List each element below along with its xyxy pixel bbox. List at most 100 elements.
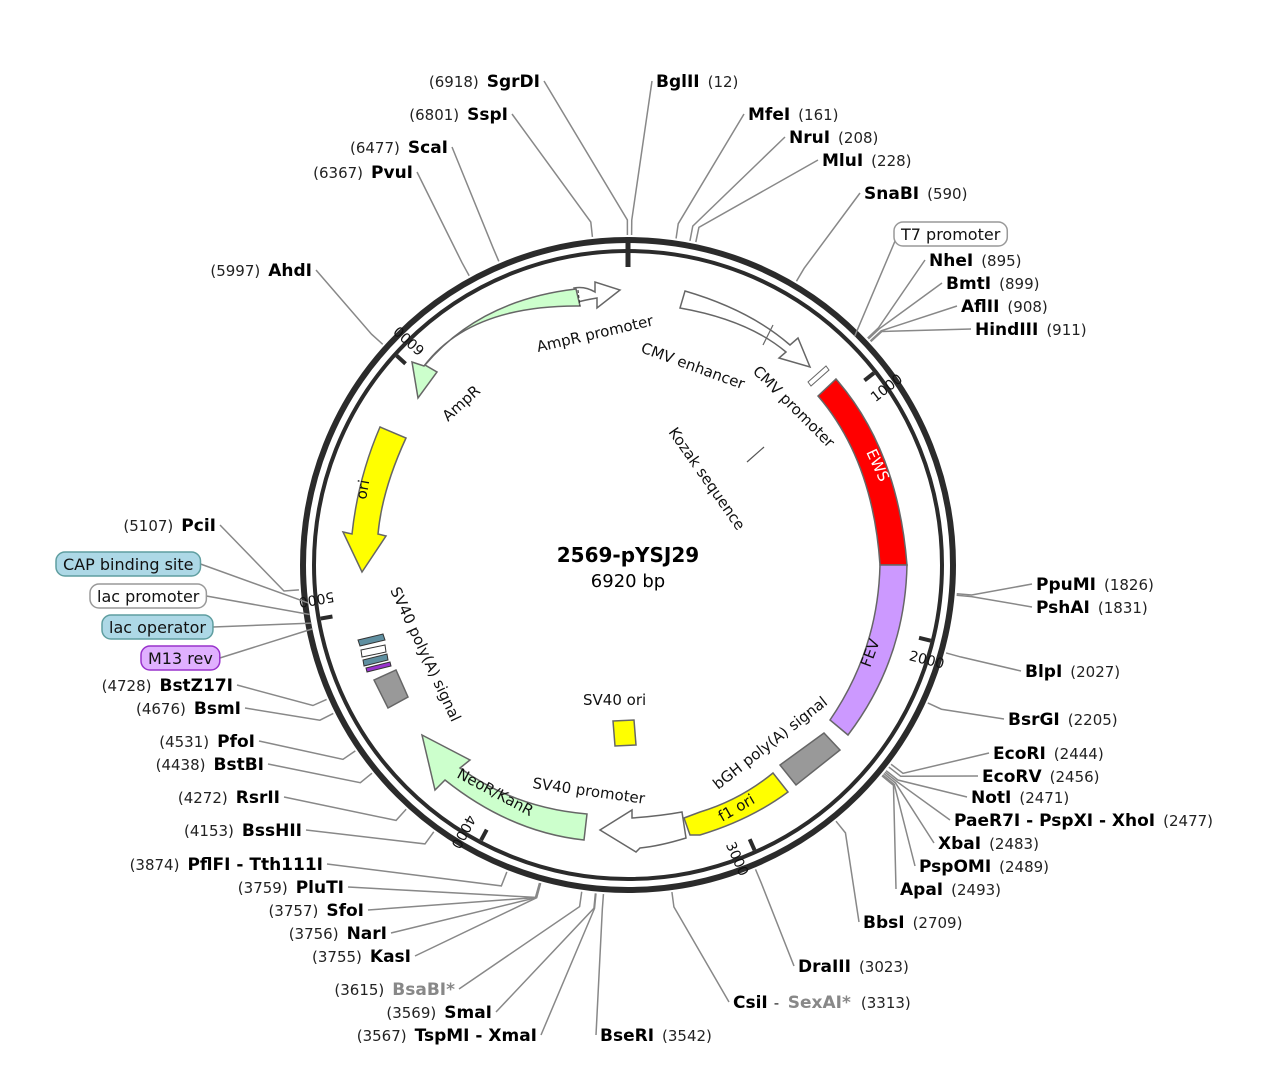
ruler-tick <box>747 838 757 851</box>
site-name-2: SexAI* <box>788 993 851 1013</box>
site-bstbi: BstBI(4438) <box>156 755 264 775</box>
site-leader <box>283 796 407 822</box>
site-pfoi: PfoI(4531) <box>159 732 255 752</box>
site-bglii: BglII(12) <box>656 72 738 92</box>
site-sspi: SspI(6801) <box>409 105 508 125</box>
site-leader <box>305 829 435 845</box>
sv40-polya-box <box>372 669 409 710</box>
feature-leader <box>200 563 309 604</box>
m13-rev-mark <box>365 661 392 673</box>
site-position: (1826) <box>1104 576 1154 594</box>
site-leader <box>945 652 1022 672</box>
lac-promoter-mark <box>360 644 387 658</box>
site-name: PflFI - Tth111I <box>187 855 323 875</box>
ruler-tick <box>320 614 333 621</box>
label-kozak: Kozak sequence <box>665 424 749 534</box>
site-bsmi: BsmI (4676) <box>136 699 241 719</box>
site-pluti: PluTI(3759) <box>238 878 344 898</box>
site-leader <box>956 583 1033 596</box>
site-leader <box>540 893 597 1036</box>
site-xbai: XbaI(2483) <box>938 834 1039 854</box>
site-leader <box>927 702 1005 720</box>
ruler-label: 5000 <box>297 588 335 610</box>
site-bsshii: BssHII (4153) <box>184 821 302 841</box>
cmv-divider <box>762 324 774 346</box>
site-name: BbsI <box>863 913 905 933</box>
site-leader <box>543 80 629 236</box>
site-leader <box>347 882 541 899</box>
site-name: EcoRV <box>982 767 1042 787</box>
label-sv40-promoter: SV40 promoter <box>531 774 646 808</box>
site-name: NheI <box>929 251 973 271</box>
site-position: (3023) <box>859 958 909 976</box>
site-leader <box>458 891 583 990</box>
site-position: (895) <box>981 252 1021 270</box>
site-position: (6918) <box>429 73 479 91</box>
site-position: (3874) <box>130 856 180 874</box>
site-nari: NarI(3756) <box>289 924 387 944</box>
site-position: (2709) <box>913 914 963 932</box>
site-position: (908) <box>1007 298 1047 316</box>
site-smai: SmaI(3569) <box>386 1003 492 1023</box>
site-position: (4272) <box>178 789 228 807</box>
site-name: EcoRI <box>993 744 1046 764</box>
site-name: KasI <box>370 947 411 967</box>
site-name: SnaBI <box>864 184 919 204</box>
site-name: DraIII <box>798 957 851 977</box>
site-paer7i: PaeR7I - PspXI - XhoI(2477) <box>954 811 1213 831</box>
site-leader <box>326 863 508 887</box>
ampr-arrow <box>411 288 581 400</box>
cap-mark <box>357 633 386 647</box>
site-name: AhdI <box>268 261 312 281</box>
label-box <box>55 551 202 577</box>
feature-leader <box>212 622 312 628</box>
site-name: NarI <box>347 924 387 944</box>
site-position: (1831) <box>1098 599 1148 617</box>
site-name: BssHII <box>242 821 302 841</box>
site-mfei: MfeI(161) <box>748 105 839 125</box>
ruler-tick <box>395 354 407 366</box>
site-pcii: PciI(5107) <box>123 516 216 536</box>
site-position: (4153) <box>184 822 234 840</box>
site-ecorv: EcoRV(2456) <box>982 767 1100 787</box>
fev-arc <box>828 564 908 737</box>
site-leader <box>884 771 951 821</box>
site-rsrii: RsrII(4272) <box>178 788 280 808</box>
boxed-label-lac-operator: lac operator <box>101 614 214 640</box>
site-position: (2483) <box>989 835 1039 853</box>
site-position: (3569) <box>386 1004 436 1022</box>
site-name: BmtI <box>946 274 991 294</box>
feature-leader <box>853 233 899 337</box>
site-name: MfeI <box>748 105 790 125</box>
label-box <box>89 583 208 609</box>
site-snabi: SnaBI(590) <box>864 184 967 204</box>
site-leader <box>869 305 958 342</box>
ruler-tick <box>479 828 489 842</box>
feature-leader <box>206 595 310 616</box>
site-name: BstZ17I <box>159 676 233 696</box>
site-name: ScaI <box>408 138 448 158</box>
label-ampr-promoter: AmpR promoter <box>535 311 656 356</box>
site-leader <box>867 259 926 339</box>
site-separator: - <box>774 994 779 1012</box>
site-position: (3755) <box>312 948 362 966</box>
site-name: BglII <box>656 72 700 92</box>
cmv-arrow <box>679 290 812 369</box>
label-sv40-polya: SV40 poly(A) signal <box>386 584 464 724</box>
site-name: BsmI <box>194 699 241 719</box>
ampr-dash <box>577 289 581 307</box>
site-tspmi: TspMI - XmaI(3567) <box>357 1026 537 1046</box>
site-position: (4676) <box>136 700 186 718</box>
site-position: (208) <box>838 129 878 147</box>
site-scai: ScaI(6477) <box>350 138 448 158</box>
boxed-label-t7-promoter: T7 promoter <box>893 221 1009 247</box>
site-leader <box>885 770 968 798</box>
site-position: (4531) <box>159 733 209 751</box>
site-leader <box>695 159 819 243</box>
site-position: (2489) <box>999 858 1049 876</box>
restriction-sites: SgrDI(6918)BglII(12)SspI(6801)MfeI(161)N… <box>102 72 1213 1046</box>
site-name: BseRI <box>600 1026 654 1046</box>
ruler-label: 4000 <box>447 812 478 851</box>
